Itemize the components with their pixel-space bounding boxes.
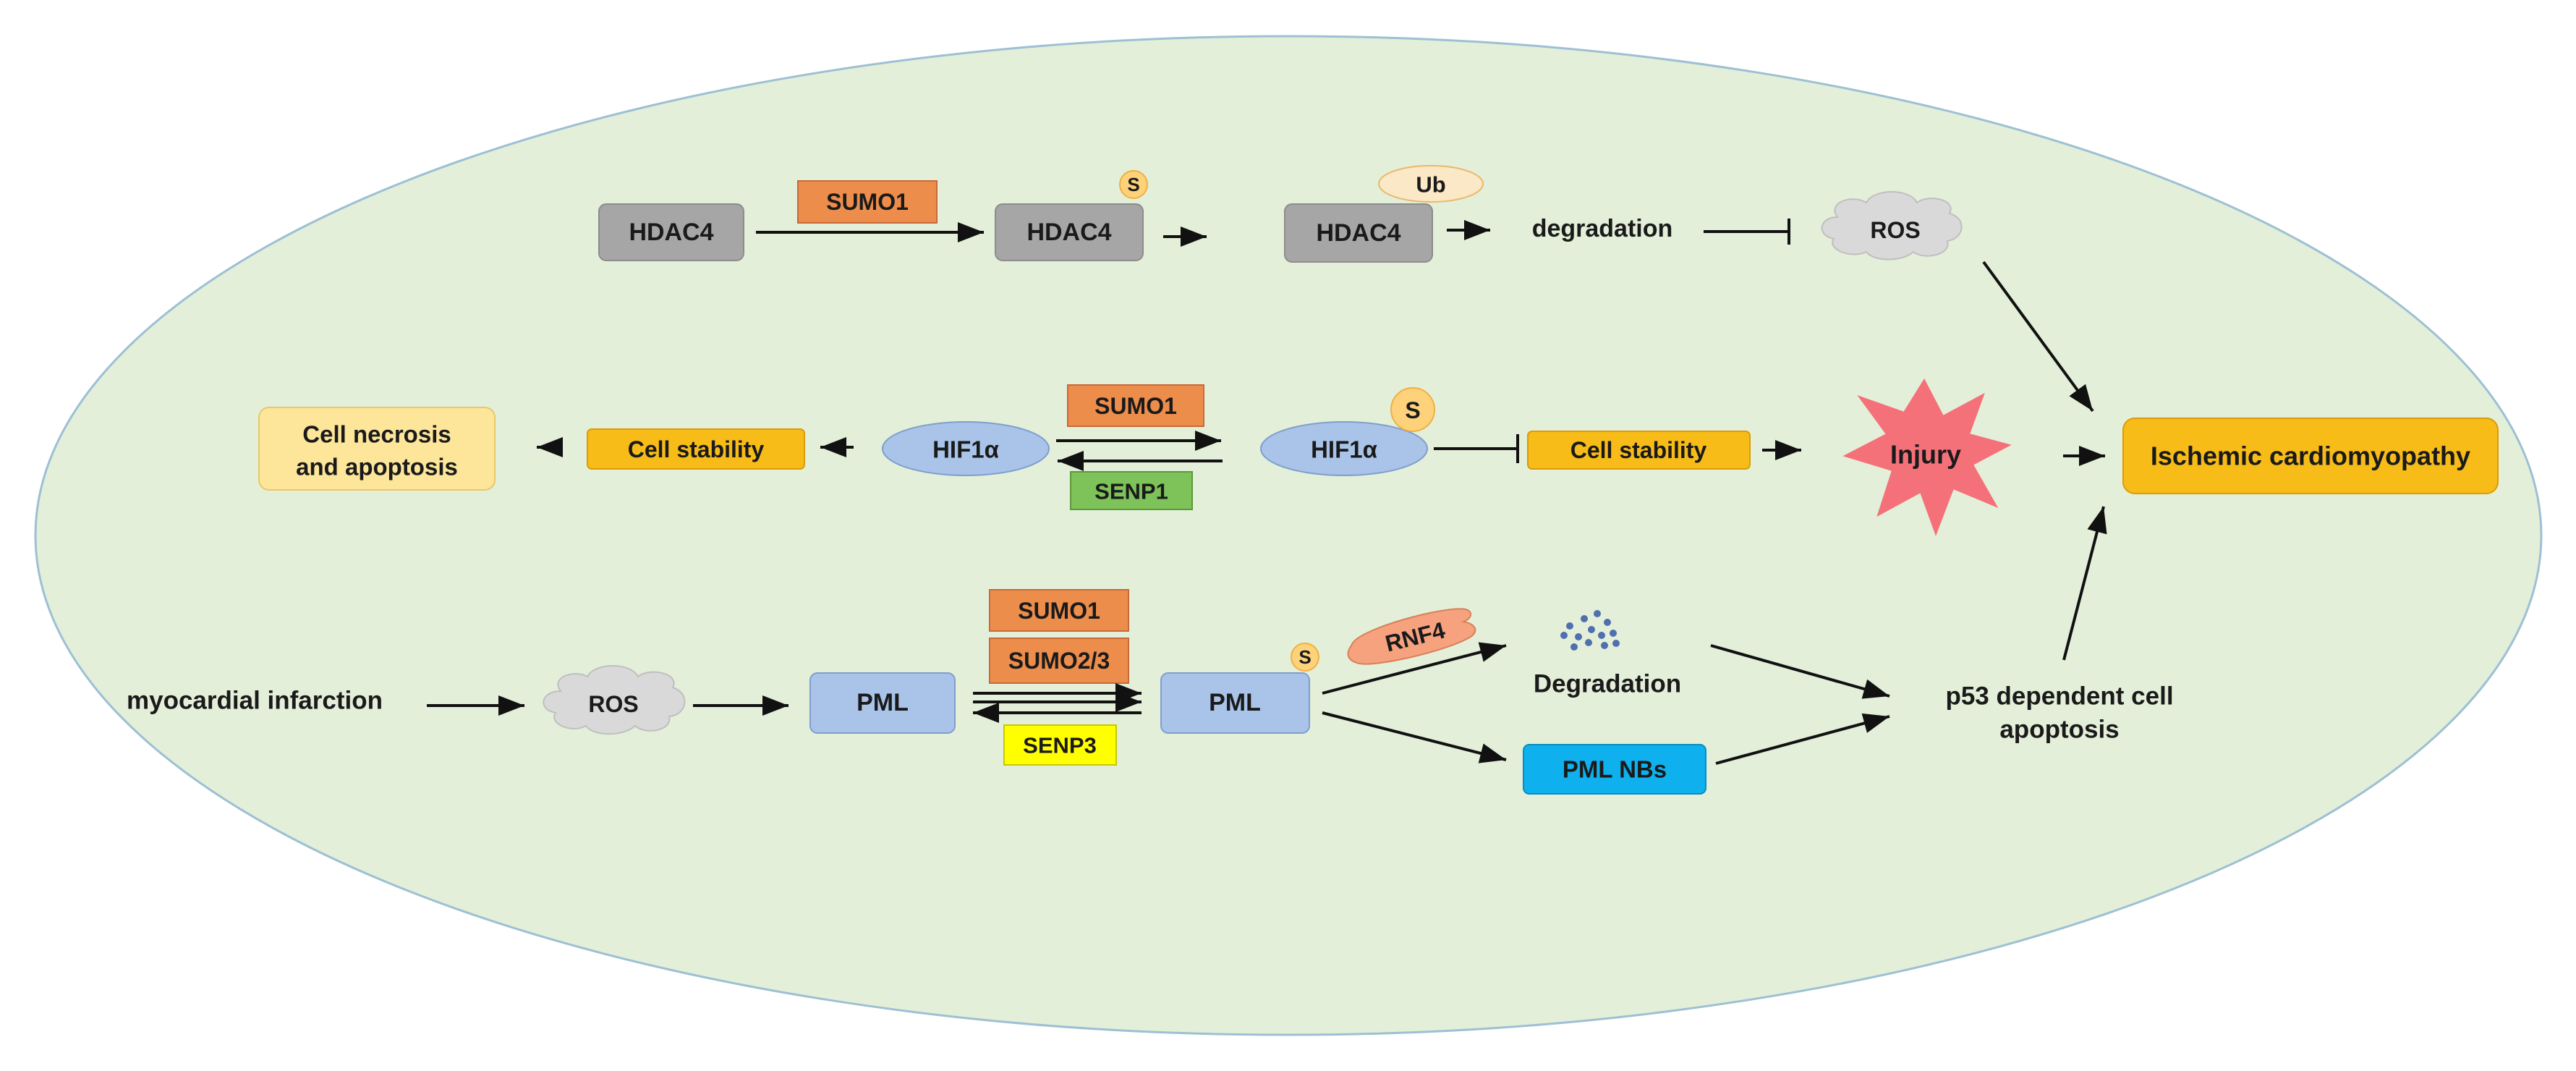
hdac4-label-3: HDAC4 xyxy=(1316,219,1400,247)
senp3-box xyxy=(1003,724,1117,766)
rnf4-shape: RNF4 xyxy=(1347,608,1476,665)
hdac4-box-2 xyxy=(995,203,1144,261)
cell-stability-left-box xyxy=(587,428,805,470)
pml-left-box xyxy=(809,672,956,734)
arrow-ros-to-ischemic xyxy=(1982,261,2094,412)
cell-necrosis-line1: Cell necrosis xyxy=(302,421,451,448)
ischemic-cardiomyopathy-label: Ischemic cardiomyopathy xyxy=(2151,441,2470,471)
hif1a-left xyxy=(882,421,1050,476)
sumo1-mid-box xyxy=(1067,384,1204,427)
sumo23-box xyxy=(989,638,1129,684)
hdac4-label-1: HDAC4 xyxy=(629,219,713,246)
sumo23-label: SUMO2/3 xyxy=(1008,648,1110,674)
ischemic-cardiomyopathy-box xyxy=(2122,418,2499,494)
ub-label: Ub xyxy=(1416,172,1445,198)
ros-bottom-label: ROS xyxy=(588,691,638,717)
pml-right-label: PML xyxy=(1209,689,1261,716)
cell-stability-right-label: Cell stability xyxy=(1570,437,1707,463)
cell-stability-right-box xyxy=(1527,431,1751,470)
cell-stability-left-label: Cell stability xyxy=(628,436,765,462)
cell-ellipse xyxy=(34,35,2543,1036)
sumo1-top-label: SUMO1 xyxy=(826,189,909,215)
arrow-p53-to-ischemic xyxy=(2062,506,2107,661)
arrow-pmlnbs-to-p53 xyxy=(1715,713,1890,765)
sumo-badge-mid xyxy=(1390,387,1435,432)
hif1a-right-label: HIF1α xyxy=(1311,436,1377,463)
senp3-label: SENP3 xyxy=(1023,733,1097,758)
cell-necrosis-box xyxy=(258,407,496,491)
sumo-badge-mid-label: S xyxy=(1405,397,1420,423)
ub-tag xyxy=(1378,165,1484,203)
sumo1-bottom-box xyxy=(989,589,1129,632)
ros-cloud-bottom xyxy=(543,665,686,735)
sumo1-mid-label: SUMO1 xyxy=(1094,393,1177,419)
p53-line1: p53 dependent cell xyxy=(1945,682,2173,711)
pml-right-box xyxy=(1160,672,1310,734)
degradation-bottom-label: Degradation xyxy=(1534,670,1681,698)
arrow-pml-to-degradation xyxy=(1322,642,1507,695)
degradation-dots xyxy=(1560,610,1620,651)
p53-line2: apoptosis xyxy=(1999,716,2119,744)
pml-nbs-box xyxy=(1523,744,1706,795)
hdac4-box-3 xyxy=(1284,203,1433,263)
senp1-box xyxy=(1070,471,1193,510)
injury-star xyxy=(1842,378,2012,536)
sumo-badge-bottom xyxy=(1291,643,1319,672)
sumo-badge-bottom-label: S xyxy=(1298,646,1311,668)
hdac4-label-2: HDAC4 xyxy=(1026,219,1111,246)
hif1a-left-label: HIF1α xyxy=(932,436,999,463)
sumo-badge-top-label: S xyxy=(1127,174,1139,195)
sumo1-bottom-label: SUMO1 xyxy=(1018,598,1100,624)
ros-cloud-top xyxy=(1821,191,1963,261)
ros-top-label: ROS xyxy=(1870,217,1920,243)
sumo1-top-box xyxy=(797,180,938,224)
senp1-label: SENP1 xyxy=(1094,479,1168,504)
arrow-degradation-to-p53 xyxy=(1710,644,1890,699)
pml-left-label: PML xyxy=(856,689,909,716)
hdac4-box-1 xyxy=(598,203,744,261)
pml-nbs-label: PML NBs xyxy=(1563,756,1667,783)
myocardial-infarction-label: myocardial infarction xyxy=(127,687,383,715)
hif1a-right xyxy=(1260,421,1428,476)
injury-label: Injury xyxy=(1890,440,1961,470)
arrow-pml-to-pml-nbs xyxy=(1322,711,1507,763)
sumo-badge-top xyxy=(1119,170,1148,199)
cell-necrosis-line2: and apoptosis xyxy=(296,454,458,481)
degradation-top-label: degradation xyxy=(1532,215,1673,242)
